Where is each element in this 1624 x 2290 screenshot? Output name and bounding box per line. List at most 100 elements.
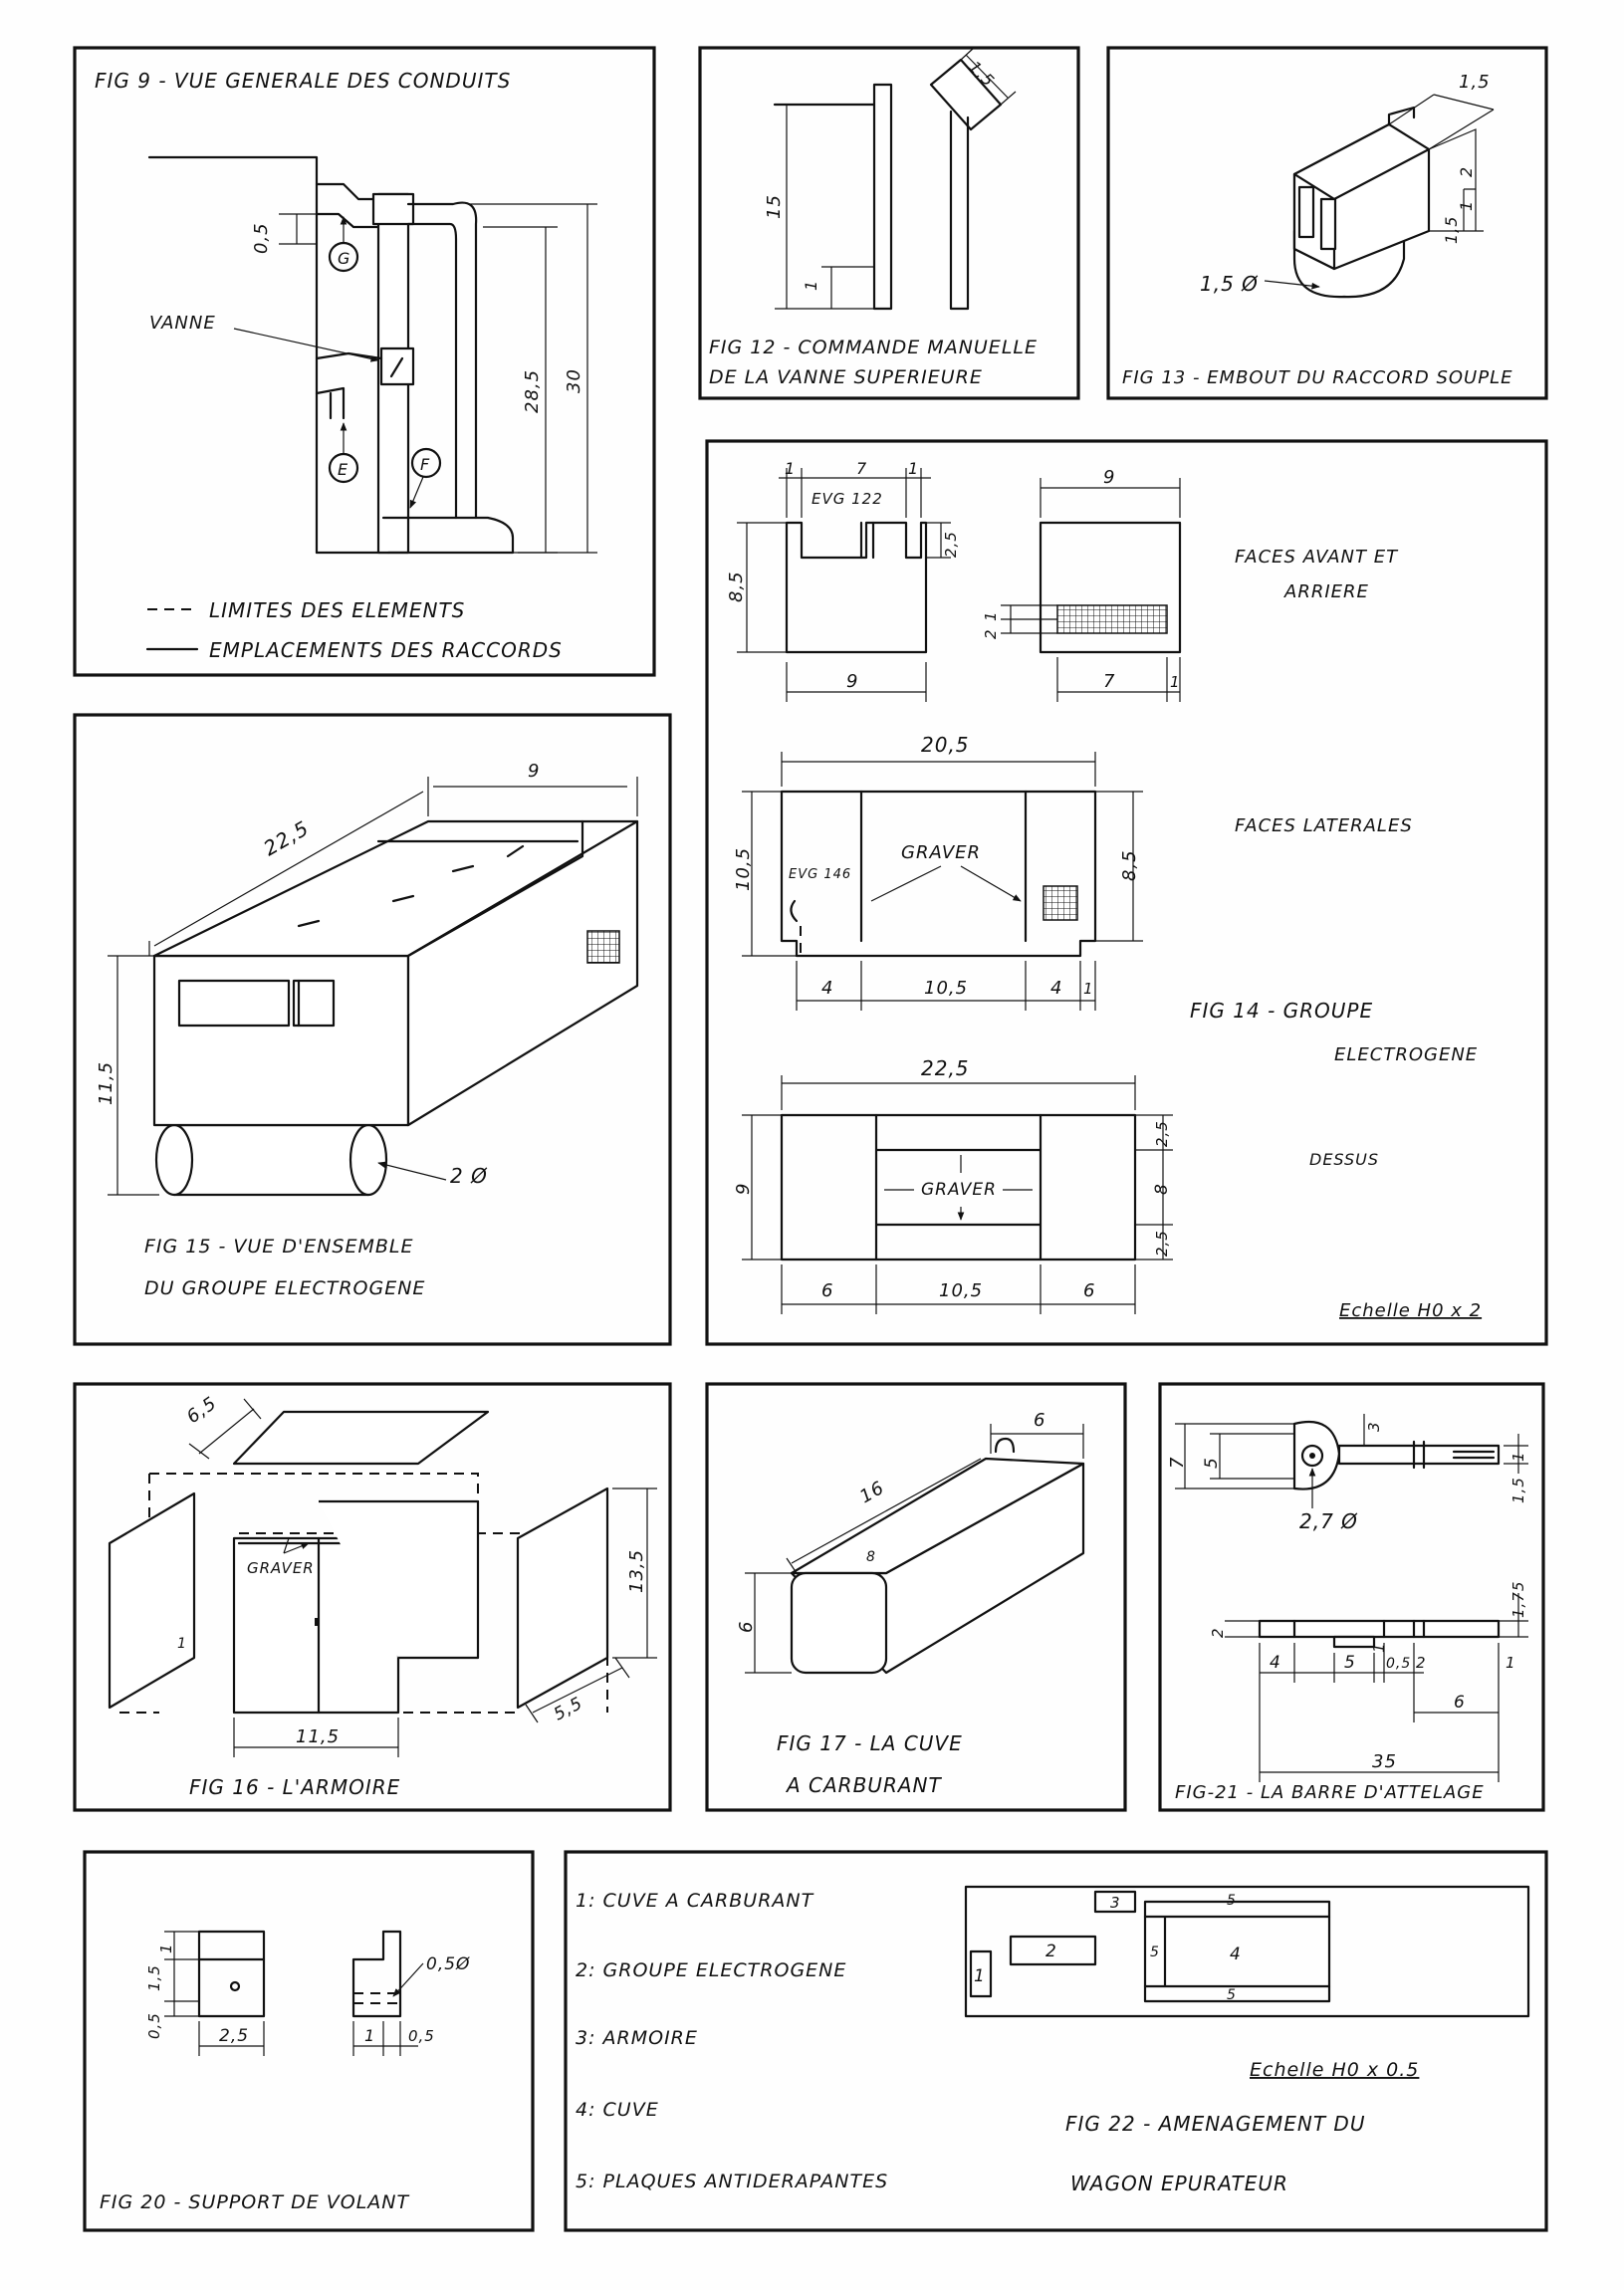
fig20-frame [83, 1850, 535, 2232]
fig20-d-1: 1 [157, 1943, 175, 1953]
fig16-right-panel [516, 1487, 609, 1710]
fig14-grille [1056, 604, 1168, 634]
fig13-frame [1106, 46, 1548, 400]
fig12-title-2: DE LA VANNE SUPERIEURE [709, 366, 983, 388]
fig14-back-face [1039, 521, 1182, 654]
svg-text:E: E [338, 460, 348, 479]
fig12-dim-15: 15 [764, 194, 785, 219]
fig21-bar-top [1337, 1444, 1501, 1466]
fig14-d-1b: 1 [908, 459, 919, 478]
fig14-d-9a: 9 [846, 671, 858, 692]
fig14-d-105b: 10,5 [924, 978, 968, 999]
fig14-title-2: ELECTROGENE [1334, 1044, 1478, 1065]
fig17-tank-front [790, 1571, 888, 1675]
fig14-d-7: 7 [856, 459, 867, 478]
fig9-wall [147, 155, 319, 555]
fig22-wagon-plan [964, 1885, 1530, 2018]
fig9-marker-f [410, 447, 442, 479]
fig21-d-175: 1,75 [1509, 1581, 1527, 1618]
fig21-d-5: 5 [1202, 1457, 1222, 1469]
fig14-d-7b: 7 [1103, 671, 1115, 692]
fig13-dim-15: 1,5 [1459, 72, 1491, 93]
fig9-dim-30: 30 [564, 368, 584, 393]
fig14-d-225: 22,5 [921, 1056, 970, 1080]
fig14-evg122: EVG 122 [812, 490, 883, 508]
fig16-d-115: 11,5 [296, 1726, 340, 1747]
fig14-d-8: 8 [1152, 1183, 1172, 1195]
fig17-panel: 8 16 6 6 FIG 17 - LA CUVE A CARBURANT [705, 1382, 1127, 1812]
fig22-n5a: 5 [1227, 1893, 1237, 1909]
fig14-d-4a: 4 [821, 978, 833, 999]
fig20-d-05b: 0,5 [408, 2027, 435, 2045]
fig21-d-1c: 1 [1506, 1654, 1516, 1672]
fig16-title: FIG 16 - L'ARMOIRE [189, 1775, 400, 1799]
fig9-vanne-label: VANNE [149, 313, 216, 334]
fig12-title-1: FIG 12 - COMMANDE MANUELLE [709, 337, 1038, 358]
fig14-d-25c: 2,5 [1153, 1230, 1171, 1257]
fig21-d-27diam: 2,7 Ø [1299, 1509, 1358, 1533]
fig16-left-panel [108, 1491, 196, 1710]
fig16-d-135: 13,5 [626, 1549, 647, 1593]
fig14-d-1d: 1 [1170, 673, 1181, 691]
fig14-faces-lat: FACES LATERALES [1235, 815, 1413, 836]
fig14-faces-av-2: ARRIERE [1283, 581, 1369, 602]
fig20-title: FIG 20 - SUPPORT DE VOLANT [100, 2191, 410, 2213]
fig21-d-7: 7 [1167, 1457, 1188, 1469]
fig14-d-9b: 9 [1103, 467, 1115, 488]
fig21-d-2b: 2 [1416, 1654, 1427, 1672]
fig20-front [197, 1930, 266, 2018]
fig14-evg146: EVG 146 [789, 867, 851, 882]
fig17-d-6a: 6 [1034, 1410, 1045, 1431]
fig9-dim-05: 0,5 [251, 222, 272, 254]
fig14-d-6b: 6 [1083, 1280, 1095, 1301]
fig14-dessus: DESSUS [1309, 1150, 1379, 1169]
fig21-d-35: 35 [1372, 1751, 1397, 1772]
fig9-title: FIG 9 - VUE GENERALE DES CONDUITS [95, 69, 511, 93]
fig16-frame [73, 1382, 672, 1812]
fig22-title-2: WAGON EPURATEUR [1070, 2172, 1288, 2195]
fig21-d-1a: 1 [1509, 1451, 1527, 1462]
fig14-top-face [780, 1113, 1137, 1261]
fig14-faces-av-1: FACES AVANT ET [1235, 547, 1399, 568]
fig12-frame [698, 46, 1080, 400]
fig14-d-105c: 10,5 [939, 1280, 983, 1301]
fig12-dim-1: 1 [802, 280, 820, 291]
svg-text:F: F [420, 455, 430, 474]
fig22-frame [564, 1850, 1548, 2232]
fig17-d-6b: 6 [736, 1621, 757, 1633]
fig21-d-1b: 1 [1370, 1642, 1388, 1653]
fig16-d-55: 5,5 [551, 1694, 586, 1725]
fig22-n3: 3 [1110, 1894, 1121, 1912]
fig9-lower-elbow [315, 351, 383, 420]
fig21-title: FIG-21 - LA BARRE D'ATTELAGE [1175, 1782, 1485, 1803]
fig14-lateral-face [780, 790, 1097, 958]
fig14-panel: 1 7 1 EVG 122 2,5 8,5 9 9 1 2 7 1 FACES … [705, 439, 1548, 1346]
fig21-d-3: 3 [1365, 1421, 1383, 1432]
fig14-d-2c: 2 [982, 628, 1000, 639]
fig13-dim-2: 2 [1457, 166, 1476, 177]
fig15-d-9: 9 [528, 761, 540, 782]
fig21-d-15: 1,5 [1509, 1477, 1527, 1503]
fig22-item-1: 1: CUVE A CARBURANT [576, 1890, 814, 1912]
fig21-panel: 7 5 3 1 1,5 2,7 Ø 1,75 2 1 4 5 0,5 2 1 6… [1158, 1382, 1545, 1812]
fig16-d-65: 6,5 [183, 1393, 221, 1428]
fig15-frame [73, 713, 672, 1346]
fig16-panel: 1 GRAVER 6,5 13,5 11,5 5,5 FIG 16 - L'AR… [73, 1382, 672, 1812]
fig17-d-16: 16 [856, 1478, 888, 1508]
fig14-d-1a: 1 [785, 459, 796, 478]
fig17-title-1: FIG 17 - LA CUVE [777, 1731, 963, 1755]
fig13-dim-15v: 1,5 [1442, 216, 1461, 244]
fig22-n1: 1 [974, 1966, 986, 1986]
fig14-front-face [785, 521, 928, 654]
fig12-panel: 15 1 1,5 FIG 12 - COMMANDE MANUELLE DE L… [698, 46, 1080, 400]
fig14-d-1c: 1 [982, 610, 1000, 621]
fig14-d-9c: 9 [733, 1183, 754, 1195]
fig14-echelle: Echelle H0 x 2 [1339, 1300, 1482, 1321]
fig15-title-2: DU GROUPE ELECTROGENE [144, 1277, 425, 1299]
fig12-lever-stem [949, 110, 970, 311]
fig9-dim-285: 28,5 [522, 369, 543, 413]
fig21-hook [1292, 1420, 1341, 1490]
fig17-mark-8: 8 [866, 1549, 876, 1565]
